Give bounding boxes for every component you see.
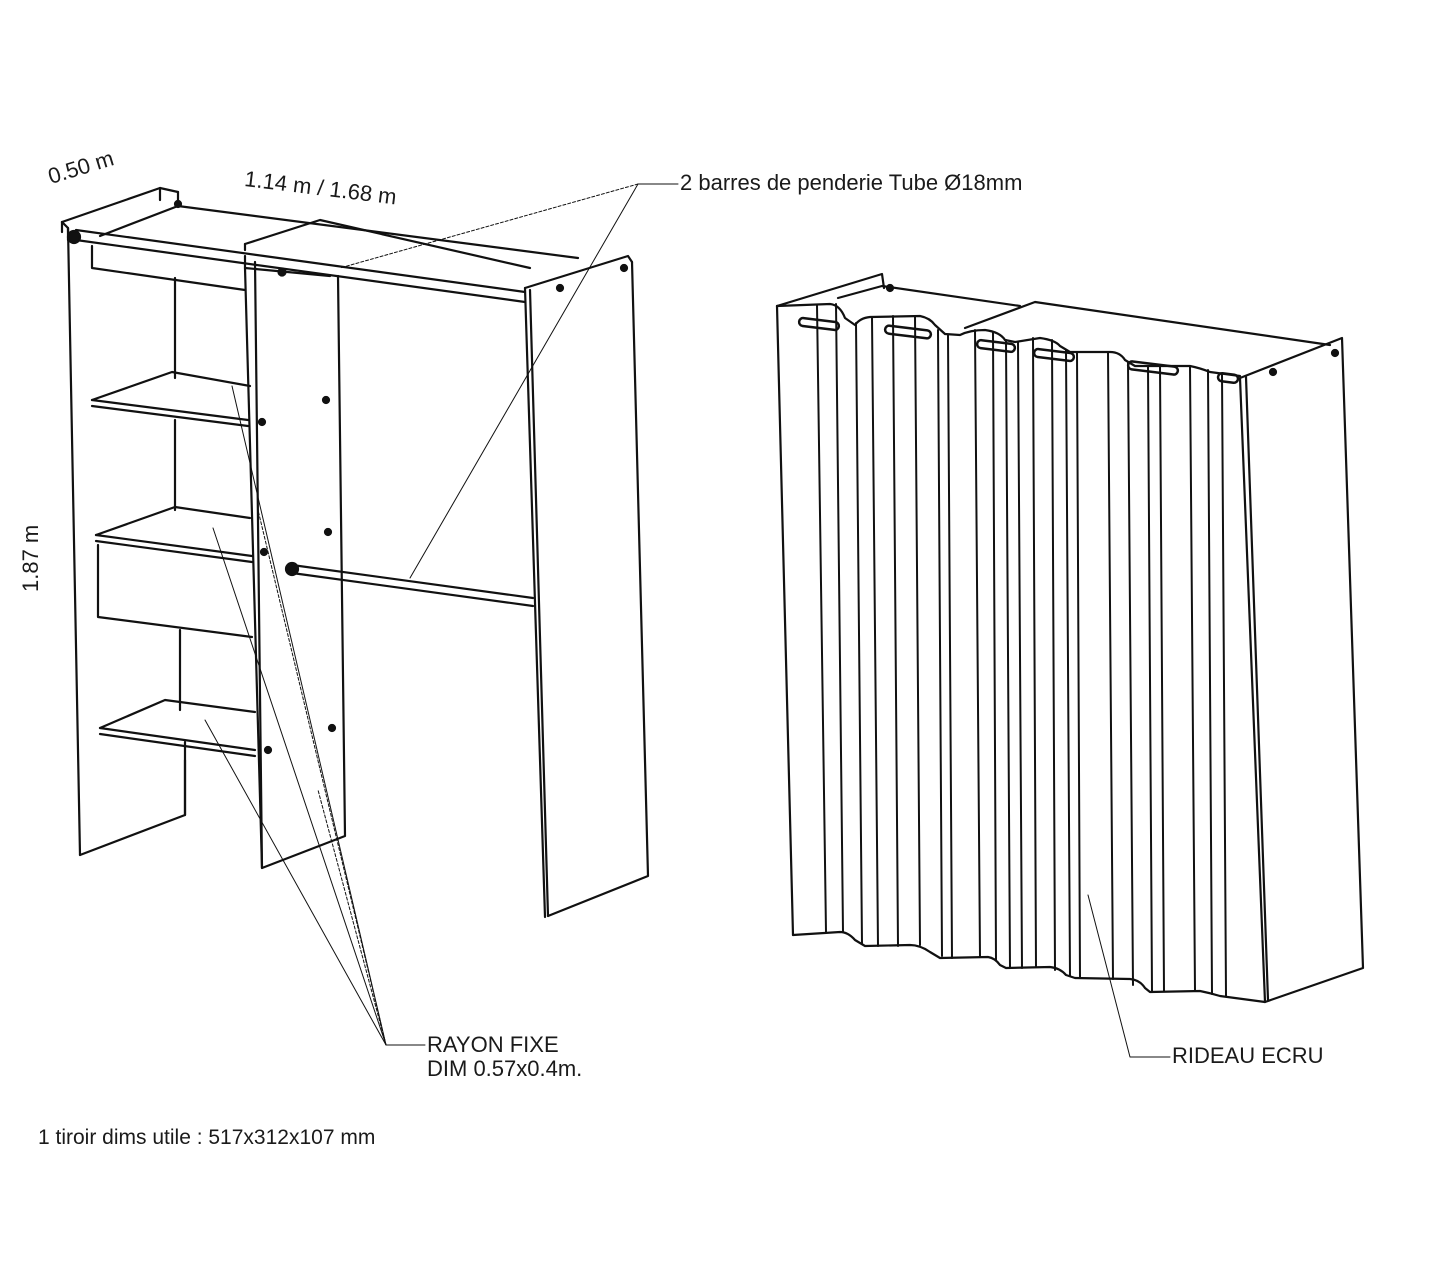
height-dimension-label: 1.87 m [18,524,43,592]
right-side-panel [525,256,648,917]
fixed-shelf-callout: RAYON FIXE DIM 0.57x0.4m. [427,1032,583,1082]
fixed-shelf-2 [96,507,252,562]
drawer-dimensions-note: 1 tiroir dims utile : 517x312x107 mm [38,1126,376,1149]
central-divider [245,256,345,868]
fixed-shelf-1 [92,372,250,426]
curtain-rings [797,316,1240,384]
fixed-shelf-callout-dimensions: DIM 0.57x0.4m. [427,1056,583,1082]
wardrobe-open-view [62,188,648,917]
leader-lines [205,184,1170,1057]
curtain-callout: RIDEAU ECRU [1172,1043,1324,1068]
left-side-panel [62,188,185,855]
wardrobe-curtain-view [777,274,1363,1002]
top-board [100,206,578,268]
hanging-bars-callout: 2 barres de penderie Tube Ø18mm [680,170,1023,195]
curtain-pleats [817,304,1226,996]
drawer [98,545,252,637]
fixed-shelf-callout-title: RAYON FIXE [427,1032,559,1057]
fixed-shelf-3 [100,700,255,756]
top-hanging-rail [66,199,525,302]
lower-hanging-rail [284,561,533,606]
